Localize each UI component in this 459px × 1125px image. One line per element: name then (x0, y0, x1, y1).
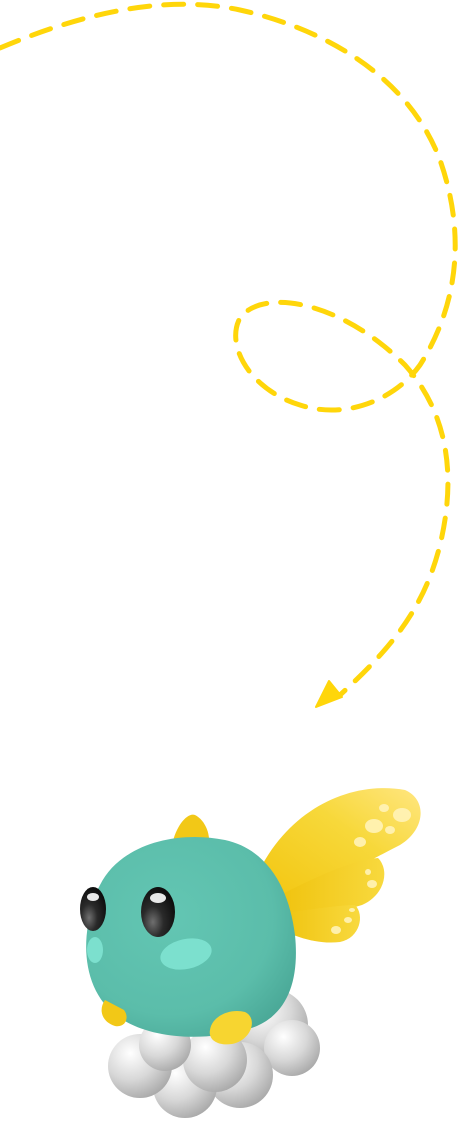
fish-mascot-icon (80, 788, 421, 1045)
eye-left-icon (80, 887, 106, 931)
eye-right-icon (141, 887, 175, 937)
fish-body (86, 837, 296, 1037)
cheek-left (87, 937, 103, 963)
dashed-loop-arrow-icon (0, 1, 458, 708)
arrowhead-icon (315, 680, 343, 708)
cloud-icon (108, 989, 320, 1118)
bottom-fin-right-icon (209, 1010, 252, 1045)
bottom-fin-left-icon (101, 1000, 127, 1027)
tail-fin-icon (255, 788, 421, 943)
cheek-right (160, 938, 212, 970)
